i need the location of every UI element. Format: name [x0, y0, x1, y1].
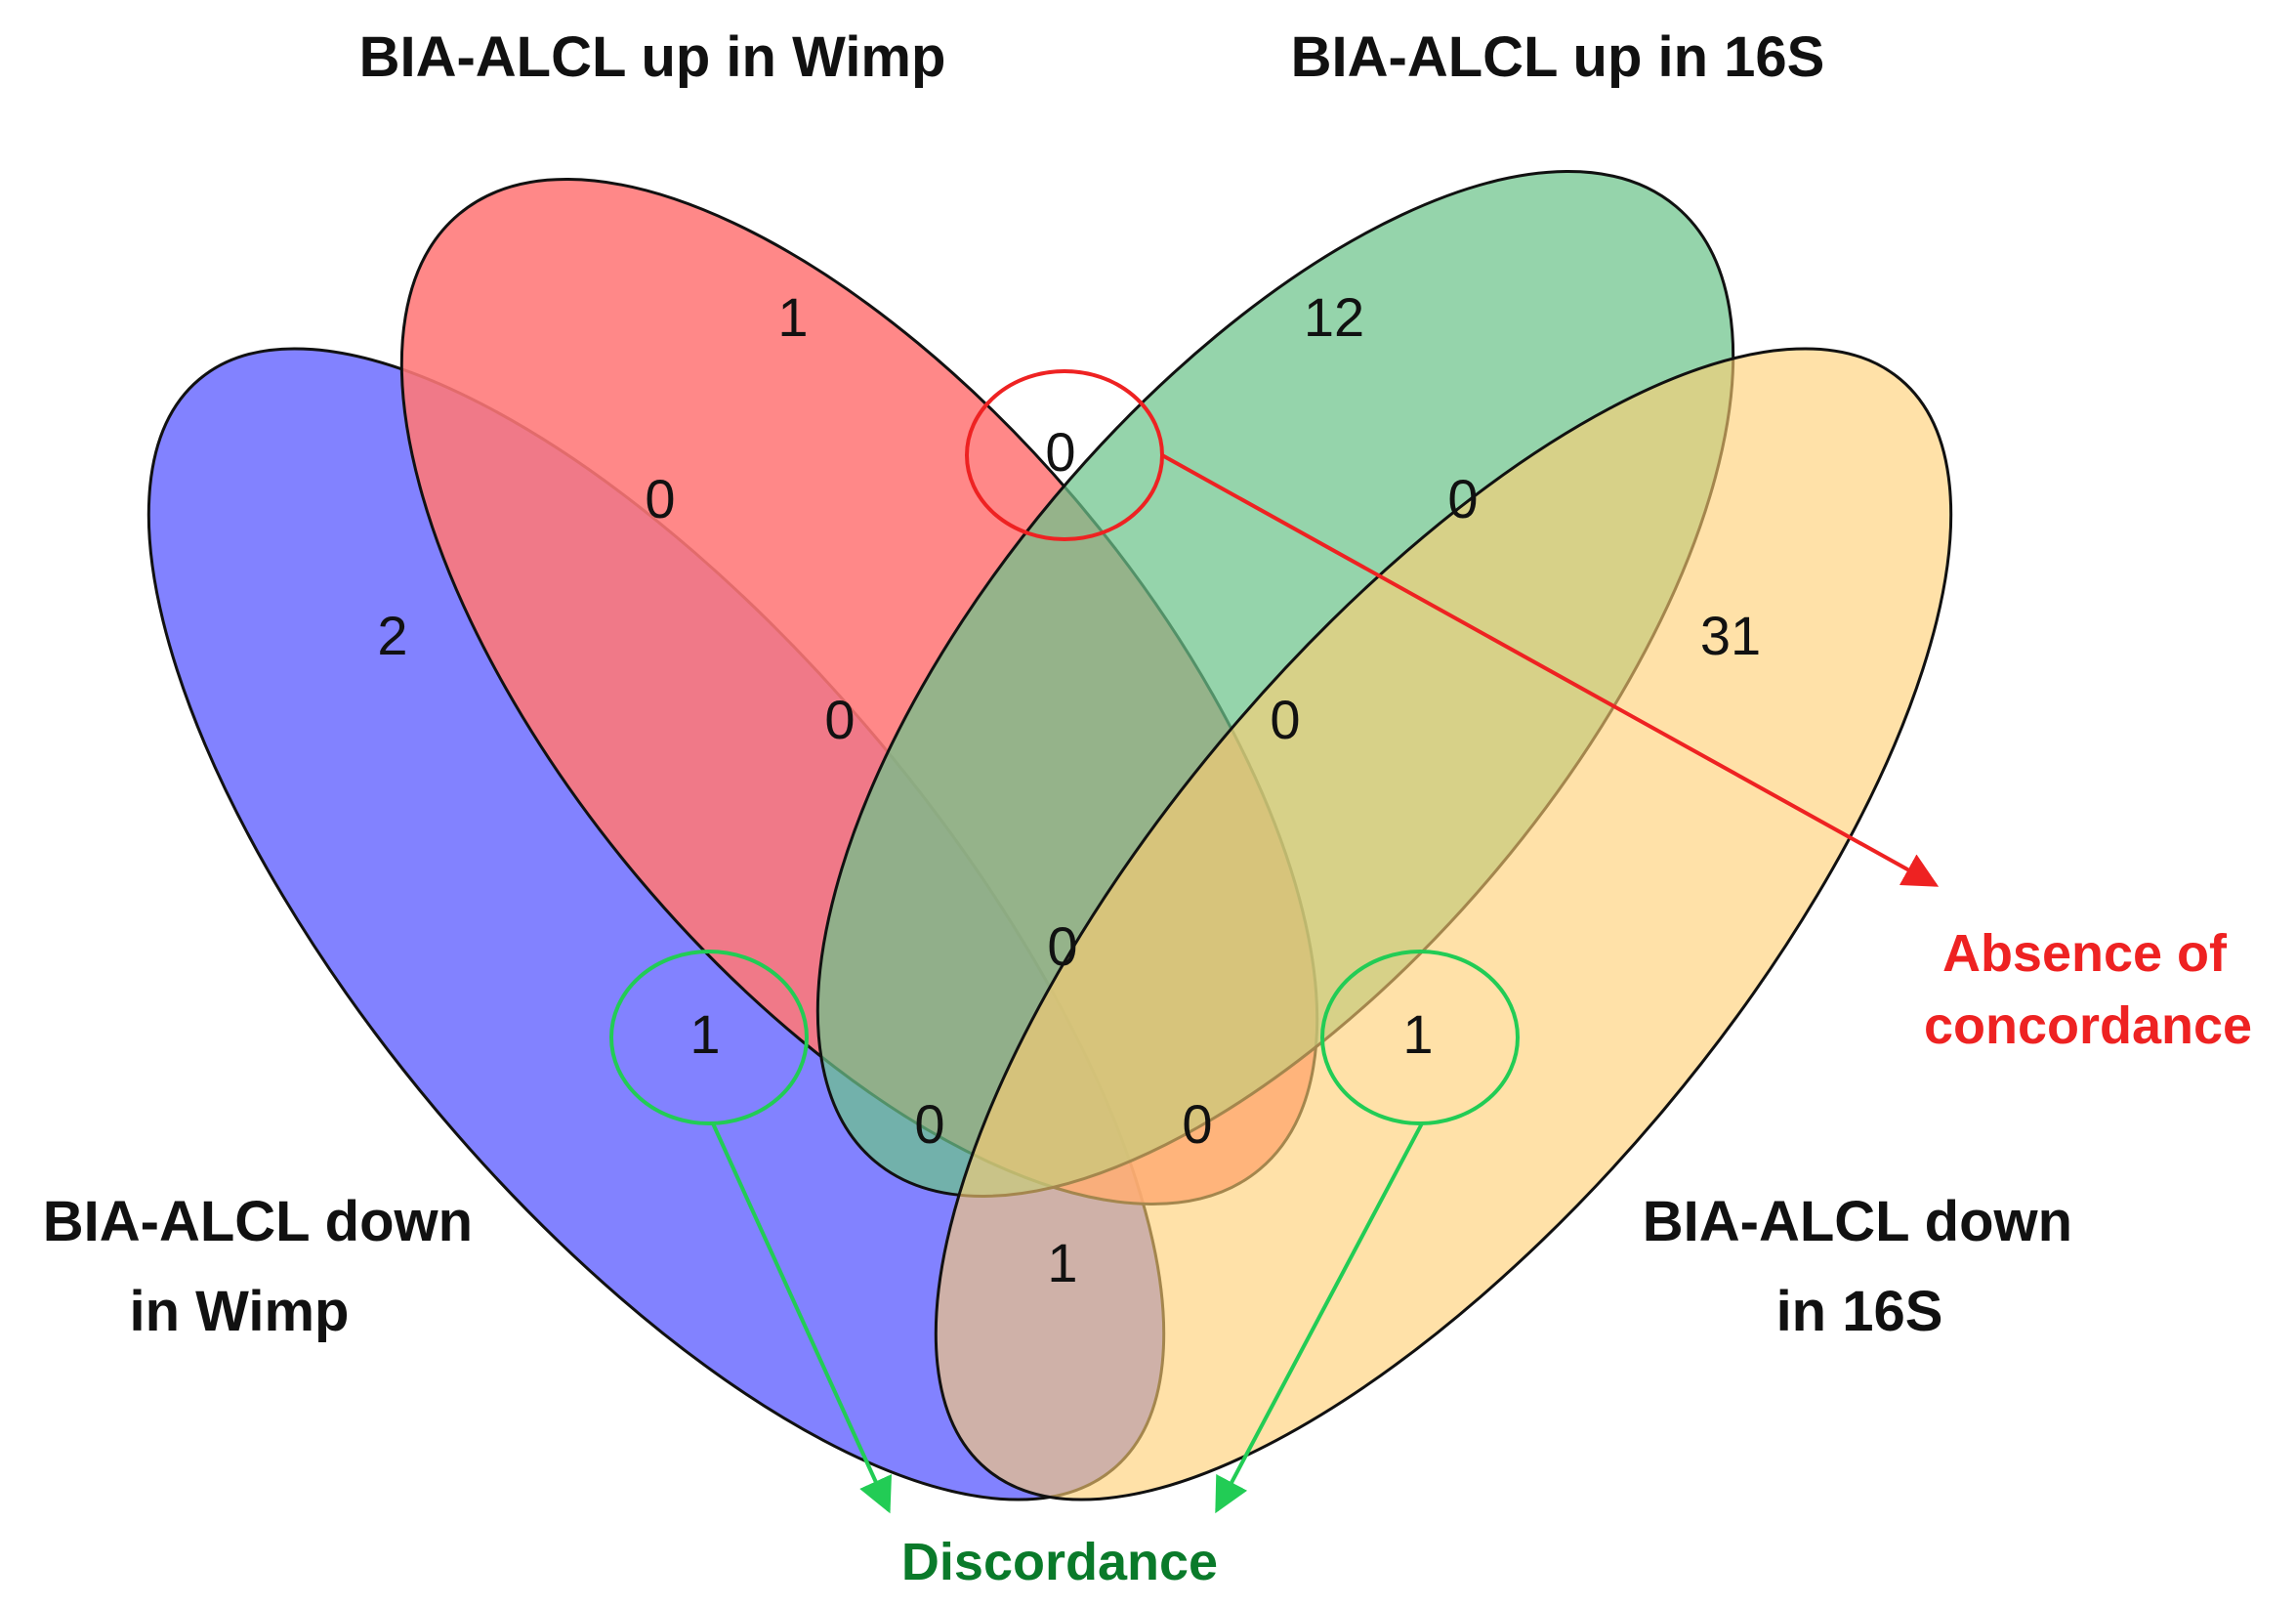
count-down-16s-only: 31 [1700, 605, 1761, 666]
ellipse-down-16s [934, 347, 1953, 1501]
highlight-circle-discordance-left [609, 950, 809, 1125]
set-label-down-16s: BIA-ALCL down in 16S [1643, 1190, 2088, 1343]
region-counts: 2 1 12 31 0 0 0 0 0 0 1 1 0 0 1 [377, 286, 1761, 1293]
count-up-wimp-down-16s: 1 [1402, 1003, 1433, 1065]
discordance-label: Discordance [901, 1533, 1218, 1591]
count-up-16s-only: 12 [1304, 286, 1364, 348]
absence-of-concordance-label: Absence of concordance [1924, 924, 2252, 1055]
count-up-wimp-only: 1 [777, 286, 808, 348]
count-down-wimp-up-16s: 1 [689, 1003, 720, 1065]
count-down-wimp-up-wimp-down-16s: 0 [1182, 1093, 1212, 1155]
ellipse-layer [146, 170, 1953, 1501]
arrow-absence [1161, 453, 1940, 887]
count-up-wimp-up-16s-down-16s: 0 [1270, 689, 1300, 750]
count-up-wimp-up-16s: 0 [1045, 421, 1075, 483]
count-down-wimp-up-16s-down-16s: 0 [914, 1093, 944, 1155]
count-down-wimp-only: 2 [377, 605, 407, 666]
annotation-layer [609, 369, 1940, 1514]
arrow-discordance-right [1215, 1122, 1424, 1514]
count-up-16s-down-16s: 0 [1447, 468, 1478, 529]
count-down-wimp-up-wimp: 0 [645, 468, 675, 529]
set-label-up-16s: BIA-ALCL up in 16S [1291, 25, 1825, 89]
count-down-wimp-down-16s: 1 [1047, 1232, 1077, 1293]
count-down-wimp-up-wimp-up-16s: 0 [824, 689, 855, 750]
arrow-discordance-left [711, 1122, 892, 1514]
set-label-up-wimp: BIA-ALCL up in Wimp [359, 25, 946, 89]
count-all-four: 0 [1047, 915, 1077, 977]
set-label-down-wimp: BIA-ALCL down in Wimp [43, 1190, 488, 1343]
